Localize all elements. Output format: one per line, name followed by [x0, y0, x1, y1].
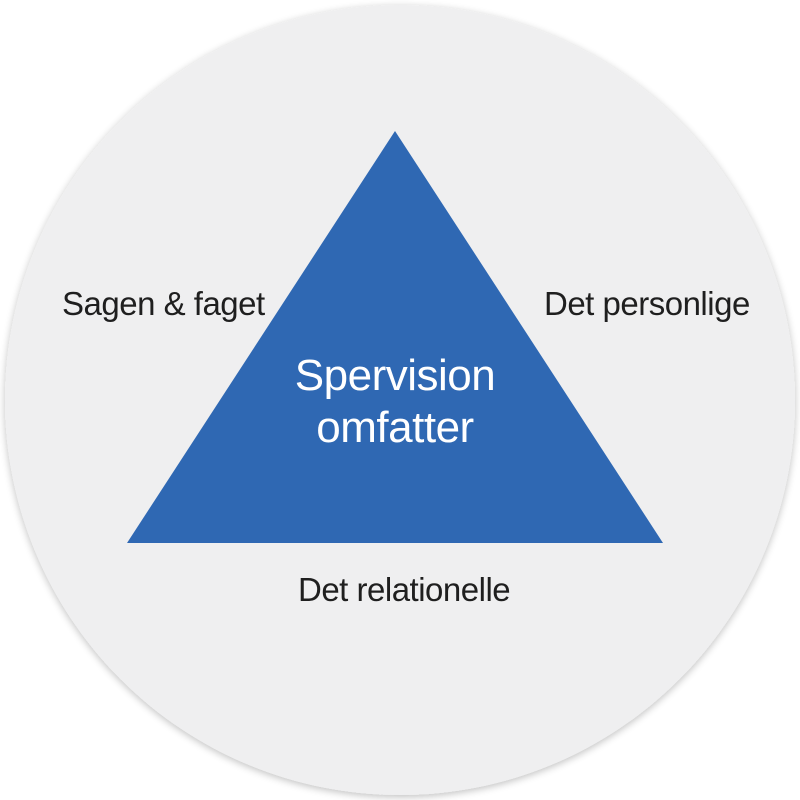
center-title: Spervision omfatter	[230, 350, 560, 454]
label-det-personlige: Det personlige	[544, 285, 750, 322]
center-title-line-1: Spervision	[294, 351, 496, 400]
label-sagen-faget: Sagen & faget	[62, 285, 265, 322]
center-title-line-2: omfatter	[316, 403, 474, 452]
triangle-shape	[127, 131, 663, 543]
label-det-relationelle: Det relationelle	[298, 571, 511, 608]
